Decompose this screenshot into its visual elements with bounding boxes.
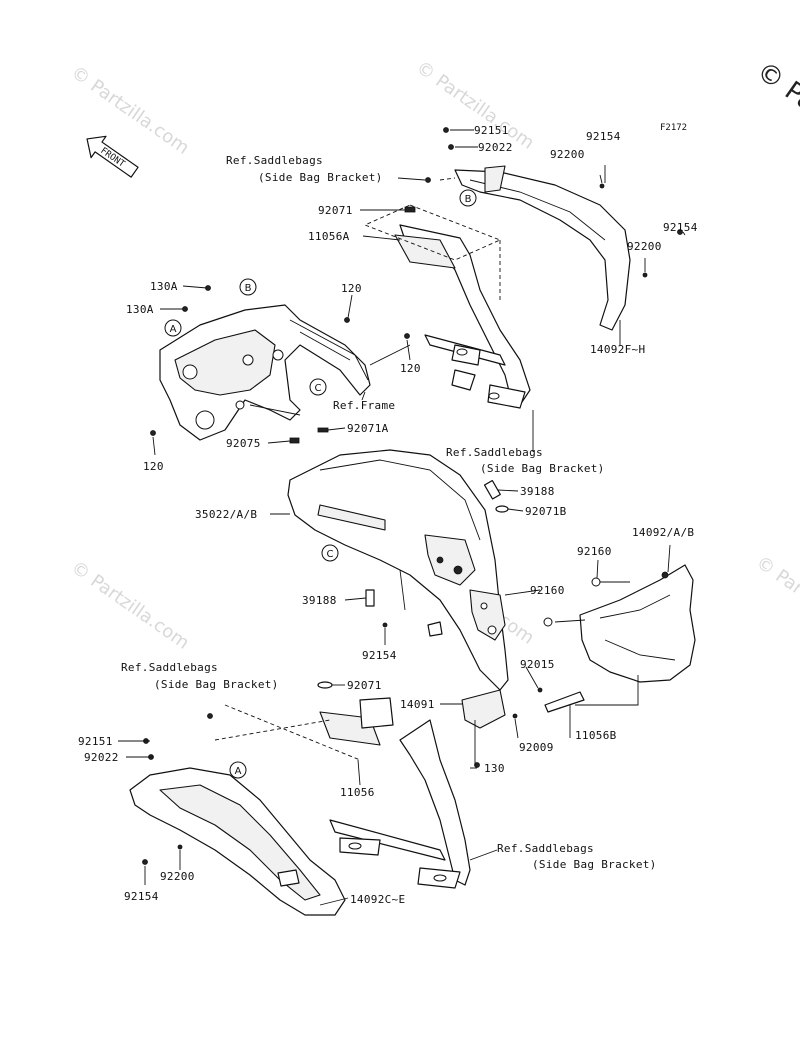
ref-saddlebags-left-1: Ref.Saddlebags: [121, 661, 218, 674]
part-14092F-H: 14092F~H: [590, 343, 645, 356]
front-arrow: FRONT: [86, 135, 139, 178]
watermark-2: © Partzilla.com: [412, 57, 538, 154]
callout-c-frame: C: [309, 378, 327, 396]
part-92022-low: 92022: [84, 751, 119, 764]
part-39188-left: 39188: [302, 594, 337, 607]
side-cover-upper-right: [454, 169, 631, 331]
fender-mount-plate: [424, 534, 476, 586]
part-92009: 92009: [519, 741, 554, 754]
callout-a-lower: A: [229, 761, 247, 779]
watermark-1: © Partzilla.com: [67, 62, 193, 159]
watermark-3: © Partzilla.com: [67, 557, 193, 654]
ref-saddlebags-top-2: (Side Bag Bracket): [258, 171, 383, 184]
part-92151-low: 92151: [78, 735, 113, 748]
callout-c-fender: C: [321, 544, 339, 562]
part-92160-top: 92160: [577, 545, 612, 558]
part-92071A: 92071A: [347, 422, 389, 435]
watermark-5: © Partzilla.com: [752, 552, 800, 649]
svg-text:A: A: [235, 766, 242, 777]
part-130A-1: 130A: [150, 280, 178, 293]
frame-section: [159, 304, 371, 441]
bracket-foot-2: [451, 369, 476, 391]
part-number-labels: 92151 92022 92154 92200 92154 92200 9207…: [78, 124, 698, 906]
ref-saddlebags-left-2: (Side Bag Bracket): [154, 678, 279, 691]
callout-a-upper: A: [164, 319, 182, 337]
part-92015: 92015: [520, 658, 555, 671]
part-35022: 35022/A/B: [195, 508, 257, 521]
fender-strip: [317, 504, 386, 531]
side-cover-lower-band: [159, 784, 321, 901]
part-11056B: 11056B: [575, 729, 617, 742]
part-92022-top: 92022: [478, 141, 513, 154]
part-92071-low: 92071: [347, 679, 382, 692]
part-120-top: 120: [341, 282, 362, 295]
front-arrow-icon: [86, 135, 139, 178]
callout-b-upper: B: [459, 189, 477, 207]
upper-side-cover-assembly: [363, 165, 631, 409]
ref-saddlebags-mid-2: (Side Bag Bracket): [480, 462, 605, 475]
svg-text:C: C: [315, 383, 322, 394]
frame-bracket-inner: [174, 329, 276, 396]
part-11056: 11056: [340, 786, 375, 799]
ref-saddlebags-mid-1: Ref.Saddlebags: [446, 446, 543, 459]
part-92154-right: 92154: [663, 221, 698, 234]
part-92200-low: 92200: [160, 870, 195, 883]
part-92154-top: 92154: [586, 130, 621, 143]
part-92151-top: 92151: [474, 124, 509, 137]
side-cover-right-middle: [543, 564, 696, 683]
bracket-11056b: [544, 691, 585, 713]
ref-saddlebags-bottom-1: Ref.Saddlebags: [497, 842, 594, 855]
lower-side-bag-bracket: [214, 689, 585, 889]
leader-lines: [118, 129, 686, 906]
rear-fender: [287, 449, 509, 691]
part-92075: 92075: [226, 437, 261, 450]
bracket-block-lower: [359, 697, 394, 729]
part-39188-top: 39188: [520, 485, 555, 498]
part-120-mid: 120: [400, 362, 421, 375]
part-11056A: 11056A: [308, 230, 350, 243]
svg-text:B: B: [245, 283, 252, 294]
bracket-14091: [461, 689, 506, 729]
part-14091: 14091: [400, 698, 435, 711]
part-92200-top: 92200: [550, 148, 585, 161]
part-14092-A-B: 14092/A/B: [632, 526, 694, 539]
part-92071-top: 92071: [318, 204, 353, 217]
svg-text:B: B: [465, 194, 472, 205]
side-cover-lower-left: [129, 767, 346, 916]
figure-code: F2172: [660, 123, 687, 133]
callout-b-frame: B: [239, 278, 257, 296]
part-14092C-E: 14092C~E: [350, 893, 405, 906]
watermark-corner: © Pa: [751, 56, 800, 118]
part-130A-2: 130A: [126, 303, 154, 316]
cover-reflector: [277, 869, 300, 887]
upper-cover-tip: [484, 165, 506, 193]
part-120-left: 120: [143, 460, 164, 473]
part-92071B: 92071B: [525, 505, 567, 518]
part-130: 130: [484, 762, 505, 775]
ref-saddlebags-bottom-2: (Side Bag Bracket): [532, 858, 657, 871]
ref-labels: Ref.Saddlebags (Side Bag Bracket) Ref.Fr…: [121, 154, 657, 871]
part-92160-mid: 92160: [530, 584, 565, 597]
svg-text:A: A: [170, 324, 177, 335]
fender-lower-bracket: [469, 589, 506, 641]
bracket-tube-lower: [399, 719, 471, 886]
ref-frame: Ref.Frame: [333, 399, 395, 412]
part-92154-mid: 92154: [362, 649, 397, 662]
bracket-plate-upper: [394, 234, 456, 269]
part-92154-low: 92154: [124, 890, 159, 903]
ref-saddlebags-top-1: Ref.Saddlebags: [226, 154, 323, 167]
part-92200-right: 92200: [627, 240, 662, 253]
bracket-rail-lower: [329, 819, 446, 861]
fender-clip: [427, 621, 443, 637]
svg-text:C: C: [327, 549, 334, 560]
